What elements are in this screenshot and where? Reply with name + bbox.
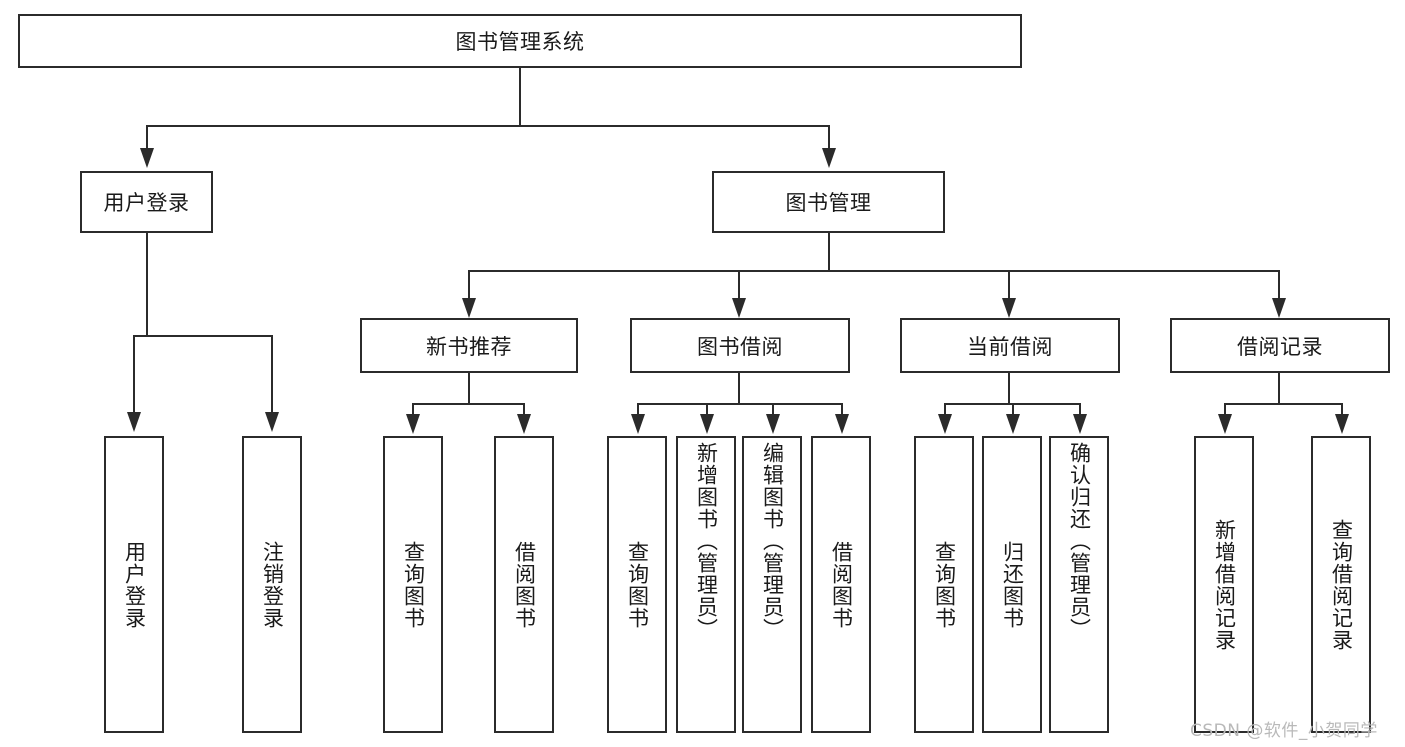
- arrow-cb-leaf-3: [1073, 414, 1087, 434]
- node-book-borrow-label: 图书借阅: [697, 334, 783, 359]
- node-user-login-label: 用户登录: [103, 191, 190, 215]
- leaf-confirm-return[interactable]: 确认归还（管理员）: [1049, 436, 1109, 733]
- leaf-query-book-2-label: 查询图书: [625, 540, 650, 629]
- leaf-return-book[interactable]: 归还图书: [982, 436, 1042, 733]
- connector-book-management-bar: [468, 270, 1278, 272]
- leaf-borrow-book-2-label: 借阅图书: [829, 540, 854, 629]
- arrow-nbr-leaf-2: [517, 414, 531, 434]
- leaf-borrow-book-2[interactable]: 借阅图书: [811, 436, 871, 733]
- node-current-borrow[interactable]: 当前借阅: [900, 318, 1120, 373]
- connector-cb-drop-2: [1012, 403, 1014, 415]
- connector-nbr-bar: [412, 403, 525, 405]
- arrow-cb-leaf-1: [938, 414, 952, 434]
- leaf-query-book-1[interactable]: 查询图书: [383, 436, 443, 733]
- connector-bb-drop-4: [841, 403, 843, 415]
- arrow-br-leaf-1: [1218, 414, 1232, 434]
- connector-user-login-drop-2: [271, 335, 273, 413]
- leaf-borrow-book-1[interactable]: 借阅图书: [494, 436, 554, 733]
- connector-root-bar: [146, 125, 830, 127]
- connector-cb-drop-3: [1079, 403, 1081, 415]
- arrow-bb-leaf-2: [700, 414, 714, 434]
- node-book-borrow[interactable]: 图书借阅: [630, 318, 850, 373]
- connector-user-login-bar: [133, 335, 273, 337]
- connector-bb-drop-2: [706, 403, 708, 415]
- node-current-borrow-label: 当前借阅: [967, 334, 1053, 359]
- connector-bm-drop-2: [738, 270, 740, 300]
- connector-cb-drop-1: [944, 403, 946, 415]
- node-user-login[interactable]: 用户登录: [80, 171, 213, 233]
- leaf-add-record-label: 新增借阅记录: [1212, 518, 1237, 651]
- leaf-add-book[interactable]: 新增图书（管理员）: [676, 436, 736, 733]
- connector-br-stem: [1278, 373, 1280, 405]
- leaf-query-book-2[interactable]: 查询图书: [607, 436, 667, 733]
- connector-bb-drop-3: [772, 403, 774, 415]
- arrow-nbr-leaf-1: [406, 414, 420, 434]
- arrow-bb-leaf-3: [766, 414, 780, 434]
- arrow-bm-to-new-book-recommend: [462, 298, 476, 318]
- arrow-root-to-user-login: [140, 148, 154, 168]
- leaf-query-book-1-label: 查询图书: [401, 540, 426, 629]
- arrow-bm-to-current-borrow: [1002, 298, 1016, 318]
- connector-br-drop-1: [1224, 403, 1226, 415]
- leaf-user-login-label: 用户登录: [122, 540, 147, 629]
- leaf-query-record-label: 查询借阅记录: [1329, 518, 1354, 651]
- leaf-query-book-3-label: 查询图书: [932, 540, 957, 629]
- leaf-add-record[interactable]: 新增借阅记录: [1194, 436, 1254, 733]
- leaf-query-record[interactable]: 查询借阅记录: [1311, 436, 1371, 733]
- arrow-user-login-leaf-1: [127, 412, 141, 432]
- node-new-book-recommend[interactable]: 新书推荐: [360, 318, 578, 373]
- arrow-bm-to-book-borrow: [732, 298, 746, 318]
- leaf-edit-book-label: 编辑图书（管理员）: [760, 442, 785, 640]
- arrow-br-leaf-2: [1335, 414, 1349, 434]
- node-borrow-record[interactable]: 借阅记录: [1170, 318, 1390, 373]
- connector-nbr-drop-2: [523, 403, 525, 415]
- arrow-user-login-leaf-2: [265, 412, 279, 432]
- leaf-user-login[interactable]: 用户登录: [104, 436, 164, 733]
- leaf-borrow-book-1-label: 借阅图书: [512, 540, 537, 629]
- node-root-label: 图书管理系统: [455, 30, 585, 54]
- leaf-confirm-return-label: 确认归还（管理员）: [1067, 442, 1092, 640]
- arrow-root-to-book-management: [822, 148, 836, 168]
- connector-book-management-stem: [828, 233, 830, 271]
- leaf-logout[interactable]: 注销登录: [242, 436, 302, 733]
- connector-bb-drop-1: [637, 403, 639, 415]
- connector-bm-drop-1: [468, 270, 470, 300]
- node-new-book-recommend-label: 新书推荐: [426, 334, 512, 359]
- connector-bm-drop-3: [1008, 270, 1010, 300]
- connector-root-to-book-management: [828, 125, 830, 150]
- leaf-query-book-3[interactable]: 查询图书: [914, 436, 974, 733]
- leaf-logout-label: 注销登录: [260, 540, 285, 629]
- connector-nbr-drop-1: [412, 403, 414, 415]
- connector-br-bar: [1224, 403, 1343, 405]
- node-book-management-label: 图书管理: [785, 191, 872, 215]
- arrow-bb-leaf-1: [631, 414, 645, 434]
- connector-br-drop-2: [1341, 403, 1343, 415]
- arrow-bb-leaf-4: [835, 414, 849, 434]
- connector-user-login-stem: [146, 233, 148, 336]
- arrow-bm-to-borrow-record: [1272, 298, 1286, 318]
- arrow-cb-leaf-2: [1006, 414, 1020, 434]
- connector-bb-bar: [637, 403, 843, 405]
- node-book-management[interactable]: 图书管理: [712, 171, 945, 233]
- leaf-add-book-label: 新增图书（管理员）: [694, 442, 719, 640]
- node-root[interactable]: 图书管理系统: [18, 14, 1022, 68]
- connector-cb-stem: [1008, 373, 1010, 405]
- connector-bm-drop-4: [1278, 270, 1280, 300]
- connector-user-login-drop-1: [133, 335, 135, 413]
- connector-root-to-user-login: [146, 125, 148, 150]
- connector-root-stem: [519, 68, 521, 126]
- connector-bb-stem: [738, 373, 740, 405]
- node-borrow-record-label: 借阅记录: [1237, 334, 1323, 359]
- leaf-return-book-label: 归还图书: [1000, 540, 1025, 629]
- watermark: CSDN @软件_小贺同学: [1190, 721, 1378, 741]
- connector-nbr-stem: [468, 373, 470, 405]
- leaf-edit-book[interactable]: 编辑图书（管理员）: [742, 436, 802, 733]
